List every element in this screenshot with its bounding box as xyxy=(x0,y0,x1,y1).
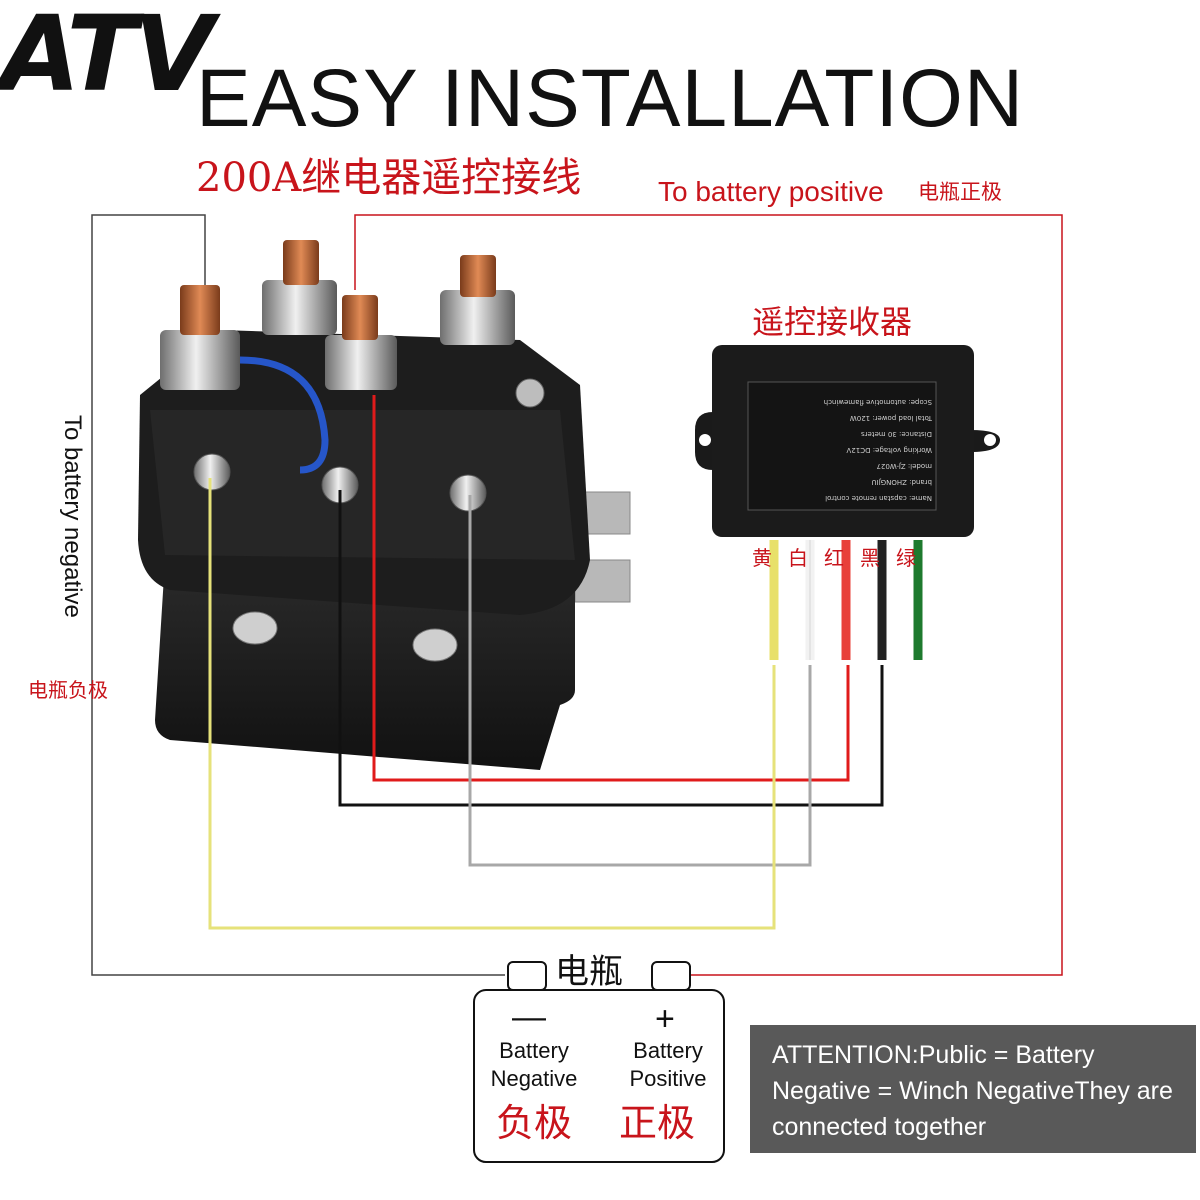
relay-solenoid xyxy=(138,240,631,770)
receiver-wires xyxy=(769,540,923,660)
relay-post-3 xyxy=(325,295,397,390)
page-title: EASY INSTALLATION xyxy=(196,53,1025,144)
battery-negative-cn-label: 负极 xyxy=(496,1101,573,1145)
red-wire xyxy=(372,395,850,782)
battery-negative-text: Battery Negative xyxy=(490,1038,578,1091)
wire-label-white: 白 xyxy=(788,546,808,570)
receiver-label-line: model: ZJ-W027 xyxy=(876,462,932,470)
receiver-label-line: Working voltage: DC12V xyxy=(846,446,933,454)
battery-title: 电瓶 xyxy=(555,952,623,992)
white-wire xyxy=(468,495,812,867)
atv-logo: ATV xyxy=(0,0,214,115)
subtitle-cn: 200A继电器遥控接线 xyxy=(196,155,582,201)
battery-negative-cn: 电瓶负极 xyxy=(28,678,108,702)
battery-symbol xyxy=(473,961,725,1163)
battery-positive-cn-label: 正极 xyxy=(619,1101,696,1145)
yellow-wire xyxy=(208,478,776,930)
battery-negative-label: To battery negative xyxy=(59,415,86,618)
wire-label-red: 红 xyxy=(824,546,844,570)
relay-post-4 xyxy=(440,255,515,345)
positive-outline-wire xyxy=(354,214,1063,976)
wire-label-black: 黑 xyxy=(860,546,880,570)
battery-positive-sign: + xyxy=(655,1000,675,1038)
receiver-label: Name: capstan remote control brand: ZHON… xyxy=(752,388,932,506)
battery-positive-cn: 电瓶正极 xyxy=(918,180,1002,204)
wire-label-green: 绿 xyxy=(896,546,916,570)
relay-post-2 xyxy=(262,240,337,335)
receiver-label-line: Name: capstan remote control xyxy=(825,494,932,502)
battery-positive-label: To battery positive xyxy=(658,176,884,207)
battery-positive-text: Battery Positive xyxy=(629,1038,707,1091)
attention-note: ATTENTION:Public = Battery Negative = Wi… xyxy=(750,1025,1196,1153)
receiver-label-line: Distance: 30 meters xyxy=(860,430,932,438)
battery-negative-sign: — xyxy=(512,998,546,1036)
receiver-label-line: brand: ZHONGJIU xyxy=(871,478,932,486)
wire-label-yellow: 黄 xyxy=(752,546,772,570)
receiver-title: 遥控接收器 xyxy=(752,303,913,341)
relay-post-1 xyxy=(160,285,240,390)
black-wire xyxy=(338,490,884,807)
receiver-label-line: Total load power: 120W xyxy=(849,414,932,422)
negative-outline-wire xyxy=(91,214,505,976)
remote-receiver xyxy=(695,345,1000,537)
receiver-label-line: Scope: automotive flamewinch xyxy=(823,398,932,406)
